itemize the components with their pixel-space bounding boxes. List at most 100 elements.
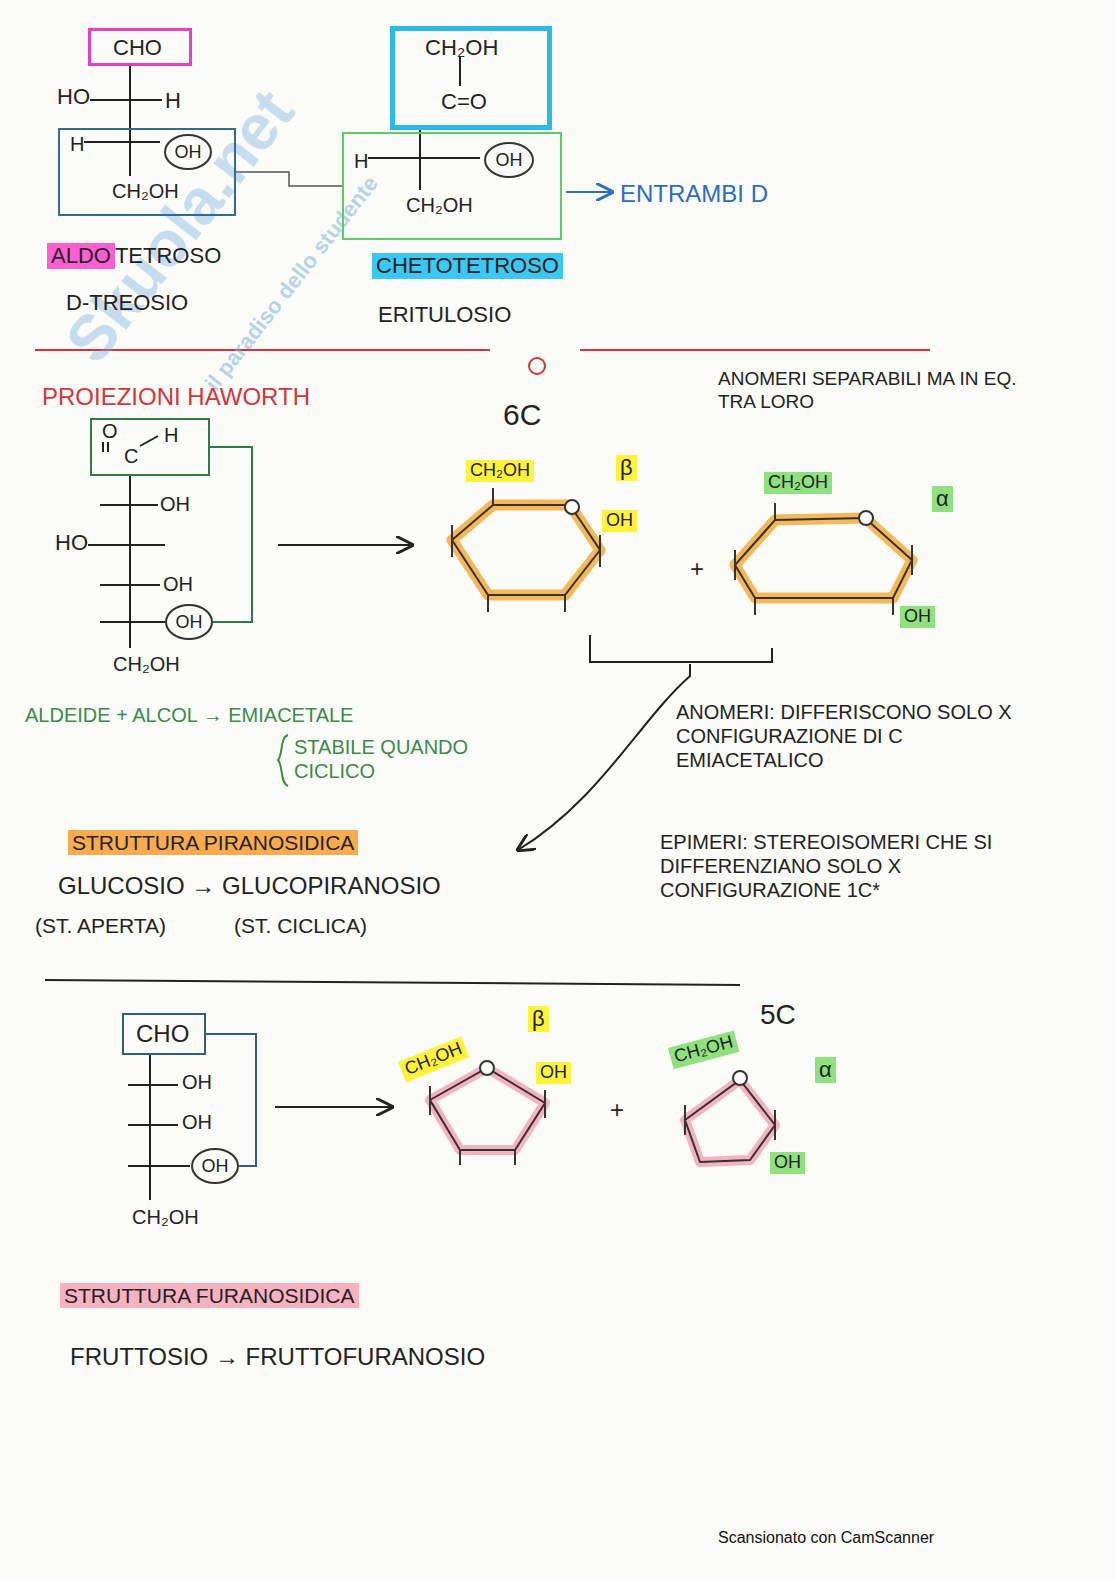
note-text: OH — [160, 492, 190, 516]
formula-text: O — [102, 420, 118, 443]
haworth-beta-pyranose — [492, 488, 494, 505]
section-divider — [45, 980, 740, 985]
formula-text: CH₂OH — [425, 35, 498, 60]
aldehyde-box: OCH — [90, 418, 210, 476]
highlighted-label: CH₂OH — [398, 1037, 469, 1082]
highlighted-label: STRUTTURA FURANOSIDICA — [60, 1283, 359, 1308]
aldehyde-box: CHO — [122, 1013, 206, 1055]
connector-line — [210, 447, 252, 622]
fischer-furanose — [128, 1124, 178, 1126]
haworth-alpha-furanose — [733, 1071, 747, 1085]
haworth-alpha-pyranose — [754, 598, 756, 615]
highlighted-label: β — [528, 1006, 549, 1032]
note-text: CH₂OH — [113, 652, 180, 676]
formula-text: H — [354, 150, 368, 173]
formula-text: CHO — [113, 35, 162, 60]
haworth-alpha-furanose — [774, 1110, 776, 1140]
highlighted-label: OH — [536, 1062, 571, 1084]
reaction-arrow — [278, 545, 412, 546]
haworth-beta-furanose — [430, 1068, 545, 1150]
formula-text: C=O — [441, 89, 487, 114]
note-text: ALDEIDE + ALCOL → EMIACETALE — [25, 703, 353, 727]
reaction-arrow — [275, 1106, 392, 1108]
connector-line — [206, 1034, 256, 1166]
formula-text: OH — [176, 612, 203, 633]
highlighted-label: OH — [900, 606, 935, 628]
haworth-alpha-pyranose — [734, 550, 736, 580]
note-text: OH — [163, 572, 193, 596]
highlighted-label: ALDO — [47, 243, 115, 269]
note-text: CH₂OH — [132, 1205, 199, 1229]
haworth-beta-furanose — [459, 1150, 461, 1165]
haworth-beta-pyranose — [565, 500, 579, 514]
formula-text: CHO — [136, 1020, 189, 1048]
haworth-alpha-pyranose — [859, 511, 873, 525]
fischer-glucose — [88, 436, 165, 648]
note-text: HO — [55, 530, 88, 556]
haworth-alpha-furanose — [685, 1080, 775, 1162]
fischer-glucose — [100, 504, 158, 506]
circled-hydroxyl: OH — [164, 134, 212, 170]
note-text: GLUCOSIO → GLUCOPIRANOSIO — [58, 872, 441, 901]
entrambi-arrow — [566, 191, 612, 193]
note-text: + — [690, 555, 704, 584]
formula-text: OH — [202, 1156, 229, 1177]
fischer-erythrulose — [459, 57, 461, 86]
chiral-center-box: H CH₂OH OH — [342, 132, 562, 240]
highlighted-label: CH₂OH — [764, 472, 832, 494]
note-text: ENTRAMBI D — [620, 180, 768, 209]
note-text: HO — [57, 84, 90, 110]
haworth-alpha-furanose — [684, 1105, 686, 1135]
section-divider — [580, 349, 930, 351]
fischer-erythrulose — [368, 57, 480, 190]
haworth-beta-furanose — [514, 1150, 516, 1165]
haworth-beta-furanose — [430, 1068, 545, 1150]
note-text: 5C — [760, 998, 796, 1032]
fischer-glucose — [102, 442, 104, 452]
haworth-beta-furanose — [429, 1086, 431, 1115]
fischer-furanose — [128, 1165, 190, 1167]
haworth-alpha-furanose — [685, 1080, 775, 1162]
aldehyde-box: CHO — [88, 28, 192, 66]
note-text: FRUTTOSIO → FRUTTOFURANOSIO — [70, 1343, 485, 1372]
highlighted-label: α — [932, 486, 953, 512]
ketone-box: CH₂OH C=O — [390, 26, 552, 130]
haworth-beta-pyranose — [564, 595, 566, 612]
circled-hydroxyl: OH — [484, 142, 534, 178]
formula-text: OH — [496, 150, 523, 171]
watermark: il paradiso dello studente — [200, 171, 384, 396]
note-text: ANOMERI: DIFFERISCONO SOLO X CONFIGURAZI… — [676, 700, 1046, 772]
section-divider — [45, 980, 740, 985]
anomer-bracket — [590, 635, 772, 662]
formula-text: CH₂OH — [406, 194, 473, 217]
fischer-threose — [84, 141, 160, 143]
note-text: ANOMERI SEPARABILI MA IN EQ. TRA LORO — [718, 368, 1058, 414]
haworth-alpha-pyranose — [735, 518, 912, 598]
note-text: PROIEZIONI HAWORTH — [42, 383, 310, 412]
brace — [278, 735, 288, 786]
formula-text: H — [70, 133, 84, 156]
reaction-arrow — [278, 544, 412, 546]
fischer-furanose — [128, 1055, 190, 1200]
haworth-beta-pyranose — [451, 525, 453, 557]
section-divider — [529, 358, 545, 374]
note-text: STABILE QUANDO CICLICO — [294, 735, 524, 783]
highlighted-label: OH — [770, 1152, 805, 1174]
fischer-furanose — [128, 1084, 178, 1086]
highlighted-label: CH₂OH — [668, 1030, 739, 1068]
fischer-erythrulose — [368, 157, 480, 159]
fischer-threose — [84, 66, 162, 176]
haworth-alpha-furanose — [685, 1071, 775, 1162]
formula-text: CH₂OH — [112, 180, 179, 203]
haworth-alpha-pyranose — [892, 598, 894, 615]
watermark: Skuola.net — [50, 75, 310, 377]
circled-hydroxyl: OH — [165, 604, 213, 640]
haworth-beta-pyranose — [452, 505, 600, 595]
haworth-alpha-pyranose — [735, 503, 912, 615]
section-divider — [35, 349, 490, 351]
highlighted-label: α — [815, 1057, 836, 1083]
haworth-alpha-pyranose — [774, 503, 776, 520]
haworth-beta-furanose — [430, 1061, 545, 1165]
haworth-beta-pyranose — [599, 535, 601, 567]
